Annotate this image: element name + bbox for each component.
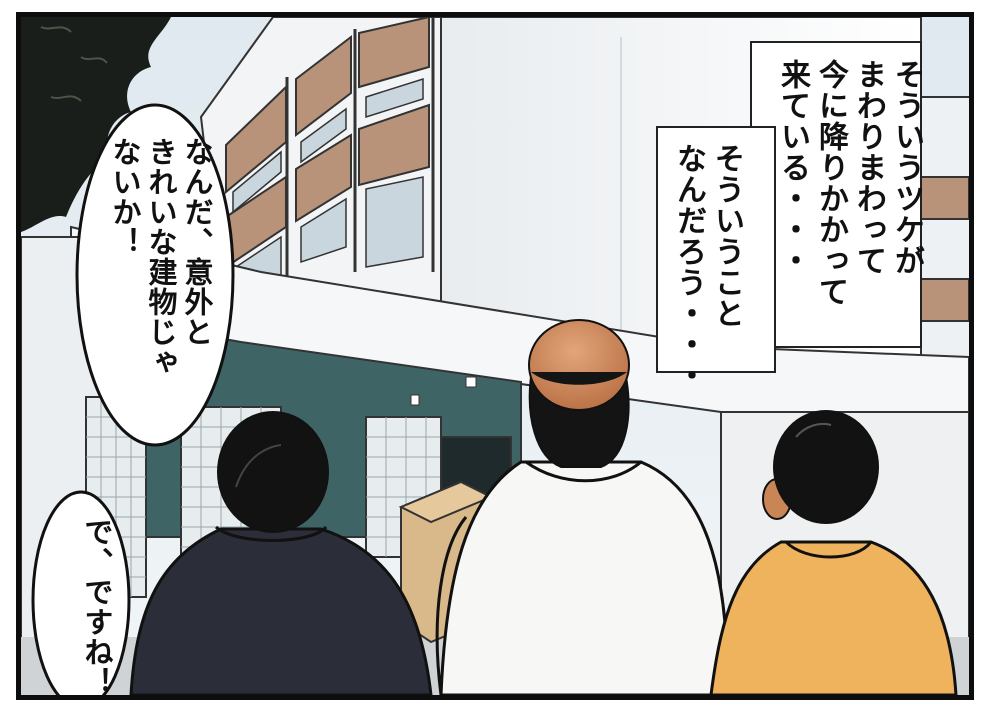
street-scene-illustration — [21, 17, 969, 695]
man-white-shirt — [435, 319, 728, 695]
tree-foliage — [21, 17, 171, 232]
manga-panel: そういうツケが まわりまわって 今に降りかかって 来ている・・・ そういうこと … — [16, 12, 974, 700]
man-dark-jacket — [129, 411, 433, 695]
narration-box-mid — [656, 126, 776, 373]
speech-bubble-left — [75, 103, 235, 447]
boy-orange-shirt — [709, 410, 958, 695]
narration-text-top: そういうツケが まわりまわって 今に降りかかって 来ている・・・ — [775, 59, 924, 307]
speech-text-bottom: で、ですね！ — [80, 517, 114, 697]
narration-text-mid: そういうこと なんだろう・・・ — [671, 143, 744, 391]
speech-bubble-bottom — [31, 490, 131, 695]
speech-text-left: なんだ、意外と きれいな建物じゃ ないか！ — [108, 137, 214, 377]
narration-box-top — [750, 41, 922, 348]
